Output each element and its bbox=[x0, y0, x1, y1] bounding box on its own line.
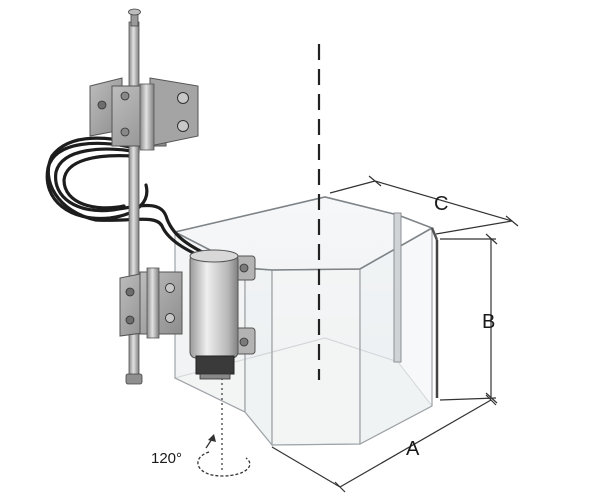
dim-c-line bbox=[374, 180, 513, 222]
dim-a-line bbox=[339, 399, 492, 488]
cable-coil bbox=[45, 136, 208, 260]
dim-a-label: A bbox=[406, 438, 420, 460]
lower-clamp-bracket bbox=[119, 267, 183, 339]
bolt-icon bbox=[177, 92, 189, 104]
glass-front-left-edge bbox=[244, 267, 273, 447]
rotation-arrow-icon bbox=[197, 434, 251, 477]
dim-a-extension-left bbox=[271, 446, 341, 488]
dim-c-extension-left bbox=[329, 180, 376, 194]
rotary-sensor bbox=[189, 249, 256, 380]
upper-clamp-bracket bbox=[89, 77, 199, 151]
rod-bottom-cap bbox=[125, 373, 143, 385]
glass-front-face bbox=[271, 268, 361, 446]
dimension-lines bbox=[271, 175, 519, 493]
bolt-icon bbox=[165, 313, 175, 323]
glass-door-panel bbox=[393, 212, 402, 363]
dim-b-extension-bottom bbox=[439, 397, 497, 401]
sensor-base bbox=[195, 355, 235, 375]
rod-top-cap bbox=[128, 8, 141, 16]
dim-c-extension-right bbox=[435, 220, 513, 235]
dim-b-label: B bbox=[482, 311, 495, 333]
rotation-angle-label: 120° bbox=[151, 450, 182, 467]
sensor-cylinder-body bbox=[189, 253, 239, 359]
bolt-icon bbox=[177, 120, 189, 132]
dim-c-label: C bbox=[434, 193, 448, 215]
bolt-icon bbox=[165, 283, 175, 293]
